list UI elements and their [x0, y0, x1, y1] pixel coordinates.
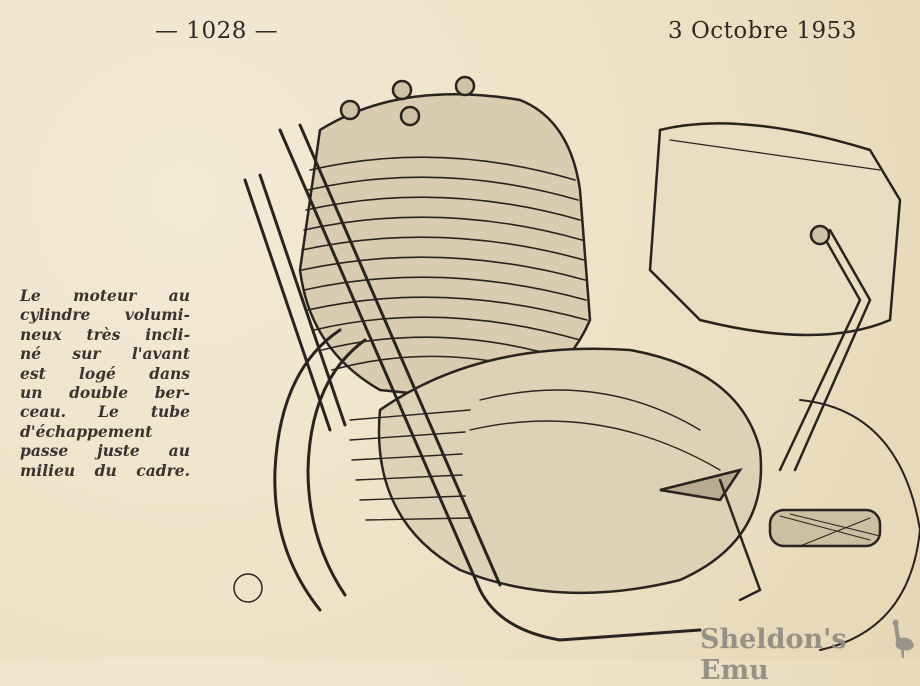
exhaust-pipe — [273, 328, 367, 612]
caption-line: né sur l'avant — [20, 344, 190, 364]
frame-tube — [278, 123, 502, 592]
caption-line: passe juste au — [20, 441, 190, 461]
crankcase — [377, 347, 763, 595]
caption-line: ceau. Le tube — [20, 402, 190, 422]
caption-line: neux très incli- — [20, 324, 190, 344]
caption-line: cylindre volumi- — [20, 305, 190, 325]
issue-date: 3 Octobre 1953 — [668, 18, 857, 44]
caption-line: un double ber- — [20, 383, 190, 403]
artist-stamp — [233, 573, 263, 603]
watermark: Sheldon's Emu — [700, 624, 847, 686]
engine-illustration — [233, 75, 920, 651]
page-number: — 1028 — — [155, 18, 279, 44]
illustration-caption: Le moteur au cylindre volumi- neux très … — [20, 286, 190, 480]
cylinder-fins — [298, 75, 592, 402]
caption-line: milieu du cadre. — [20, 460, 190, 480]
kickstart-lever — [778, 228, 872, 472]
tank — [648, 122, 902, 337]
caption-line: Le moteur au — [20, 286, 190, 305]
emu-logo-icon — [892, 619, 914, 658]
caption-line: est logé dans — [20, 363, 190, 383]
caption-line: d'échappement — [20, 421, 153, 441]
